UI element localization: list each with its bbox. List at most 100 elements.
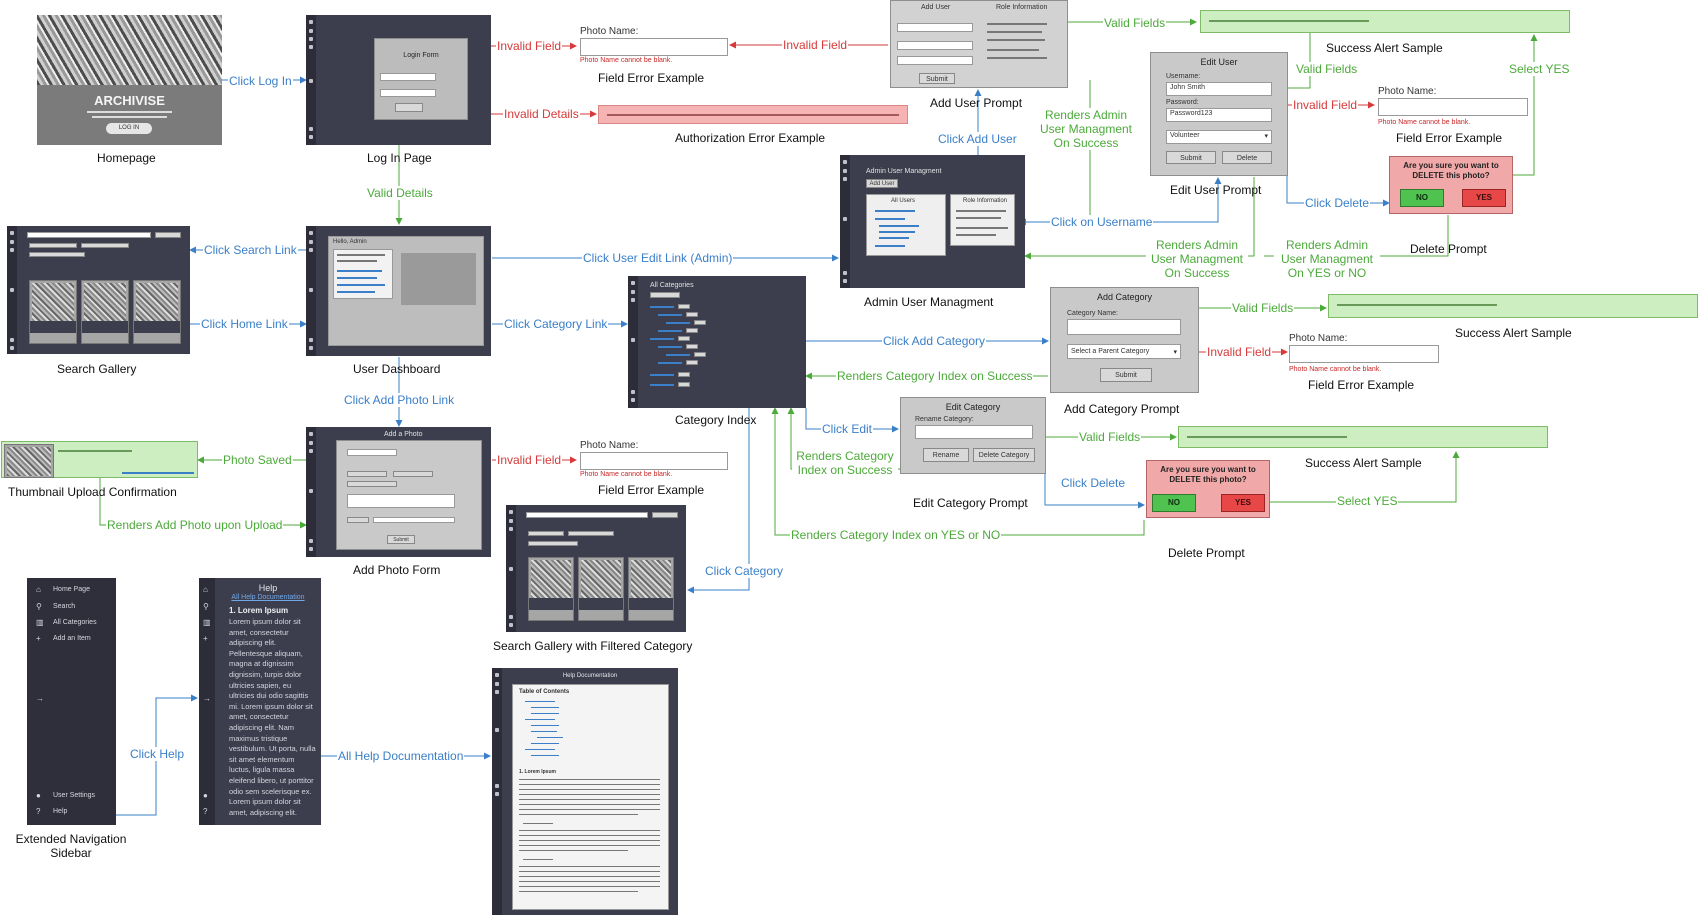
edit-category-caption: Edit Category Prompt (913, 496, 1028, 510)
add-category-prompt: Add Category Category Name: Select a Par… (1050, 287, 1199, 393)
edge-renders-admin-1: Renders Admin User Managment On Success (1034, 108, 1138, 150)
delete-no-button[interactable]: NO (1400, 189, 1444, 207)
login-username-input[interactable] (380, 73, 436, 81)
gallery-item[interactable] (628, 557, 674, 621)
search-input[interactable] (526, 512, 648, 518)
edit-user-submit[interactable]: Submit (1166, 151, 1216, 164)
thumbnail-image (4, 444, 54, 478)
edit-category-rename[interactable]: Rename (923, 448, 969, 462)
nav-categories[interactable]: All Categories (53, 619, 97, 626)
thumbnail-confirmation (1, 441, 198, 478)
search-button[interactable] (155, 232, 181, 238)
edge-click-edit: Click Edit (821, 422, 874, 436)
edge-click-add-user: Click Add User (937, 132, 1018, 146)
homepage-title: ARCHIVISE (94, 93, 165, 108)
admin-role-info-panel: Role Information (950, 194, 1015, 246)
login-caption: Log In Page (367, 151, 432, 165)
library-icon: ▥ (36, 618, 44, 627)
edge-valid-details: Valid Details (366, 186, 434, 200)
success-caption-2: Success Alert Sample (1455, 326, 1572, 340)
edit-user-username-input[interactable]: John Smith (1166, 82, 1272, 96)
gallery-item[interactable] (81, 280, 129, 344)
add-photo-submit[interactable]: Submit (387, 535, 415, 544)
dashboard-preview-image (401, 253, 476, 305)
category-index-title: All Categories (650, 282, 694, 289)
edge-valid-fields-1: Valid Fields (1103, 16, 1167, 30)
add-photo-screen: Add a Photo Submit (306, 427, 491, 557)
arrow-right-icon[interactable]: → (203, 694, 211, 703)
success-caption-1: Success Alert Sample (1326, 41, 1443, 55)
edge-click-add-photo: Click Add Photo Link (343, 393, 456, 407)
gallery-item[interactable] (528, 557, 574, 621)
gallery-item[interactable] (29, 280, 77, 344)
edge-select-yes-2: Select YES (1336, 494, 1399, 508)
edge-valid-fields-2: Valid Fields (1295, 62, 1359, 76)
add-photo-form: Submit (336, 440, 482, 550)
user-icon: ● (36, 791, 41, 800)
login-screen: Login Form (306, 15, 491, 145)
edge-click-delete-1: Click Delete (1304, 196, 1371, 210)
edit-user-password-input[interactable]: Password123 (1166, 108, 1272, 122)
homepage-hero-image (37, 15, 222, 85)
add-category-submit[interactable]: Submit (1100, 368, 1152, 382)
edge-renders-cat-success-2: Renders Category Index on Success (792, 449, 898, 477)
admin-caption: Admin User Managment (864, 295, 994, 309)
edge-invalid-details: Invalid Details (503, 107, 580, 121)
edge-valid-fields-3: Valid Fields (1231, 301, 1295, 315)
login-password-input[interactable] (380, 89, 436, 97)
field-error-caption-3: Field Error Example (1308, 378, 1415, 392)
nav-search[interactable]: Search (53, 603, 76, 610)
help-heading: 1. Lorem Ipsum (229, 606, 289, 615)
search-input[interactable] (27, 232, 151, 238)
admin-add-user-button[interactable]: Add User (866, 179, 898, 188)
edge-click-search-link: Click Search Link (203, 243, 298, 257)
homepage-screen: ARCHIVISE LOG IN (37, 15, 222, 145)
gallery-item[interactable] (578, 557, 624, 621)
nav-user-settings[interactable]: User Settings (53, 792, 96, 799)
success-alert-3 (1178, 426, 1548, 448)
edit-user-delete[interactable]: Delete (1222, 151, 1272, 164)
edge-renders-add-photo: Renders Add Photo upon Upload (106, 518, 284, 532)
gallery-item[interactable] (133, 280, 181, 344)
login-form: Login Form (374, 38, 468, 120)
search-filtered-screen (506, 505, 686, 632)
homepage-caption: Homepage (97, 151, 156, 165)
add-category-name-input[interactable] (1067, 319, 1181, 335)
nav-add-item[interactable]: Add an Item (53, 635, 91, 642)
nav-help[interactable]: Help (53, 808, 68, 815)
success-caption-3: Success Alert Sample (1305, 456, 1422, 470)
edit-category-delete[interactable]: Delete Category (973, 448, 1035, 462)
user-icon: ● (203, 791, 208, 800)
success-alert-1 (1200, 10, 1570, 33)
add-category-parent-select[interactable]: Select a Parent Category▾ (1067, 344, 1181, 359)
success-alert-2 (1328, 294, 1698, 318)
library-icon: ▥ (203, 618, 211, 627)
extended-nav-sidebar: ⌂ Home Page ⚲ Search ▥ All Categories + … (27, 578, 116, 825)
auth-error-bar (598, 105, 908, 124)
login-submit-button[interactable] (395, 103, 423, 112)
help-doc-heading: 1. Lorem Ipsum (519, 769, 556, 775)
delete-prompt-2: Are you sure you want to DELETE this pho… (1146, 460, 1270, 518)
homepage-login-button[interactable]: LOG IN (106, 123, 152, 134)
delete-no-button[interactable]: NO (1152, 494, 1196, 512)
delete-caption-1: Delete Prompt (1410, 242, 1487, 256)
help-all-docs-link[interactable]: All Help Documentation (231, 594, 305, 601)
admin-user-management-screen: Admin User Managment Add User All Users … (840, 155, 1025, 288)
add-user-title: Add User (921, 4, 951, 11)
arrow-right-icon[interactable]: → (36, 694, 44, 703)
auth-error-caption: Authorization Error Example (675, 131, 826, 145)
help-icon: ? (203, 807, 208, 816)
add-photo-title: Add a Photo (384, 431, 423, 438)
delete-yes-button[interactable]: YES (1462, 189, 1506, 207)
delete-yes-button[interactable]: YES (1221, 494, 1265, 512)
edge-click-log-in: Click Log In (228, 74, 293, 88)
edit-user-role-select[interactable]: Volunteer▾ (1166, 130, 1272, 144)
search-button[interactable] (652, 512, 678, 518)
nav-home[interactable]: Home Page (53, 586, 90, 593)
edge-select-yes-1: Select YES (1508, 62, 1571, 76)
dashboard-caption: User Dashboard (353, 362, 441, 376)
user-dashboard-screen: Hello, Admin (306, 226, 491, 356)
edit-category-input[interactable] (915, 425, 1033, 439)
help-body: Lorem ipsum dolor sit amet, consectetur … (229, 617, 316, 817)
add-user-submit[interactable]: Submit (919, 73, 955, 84)
